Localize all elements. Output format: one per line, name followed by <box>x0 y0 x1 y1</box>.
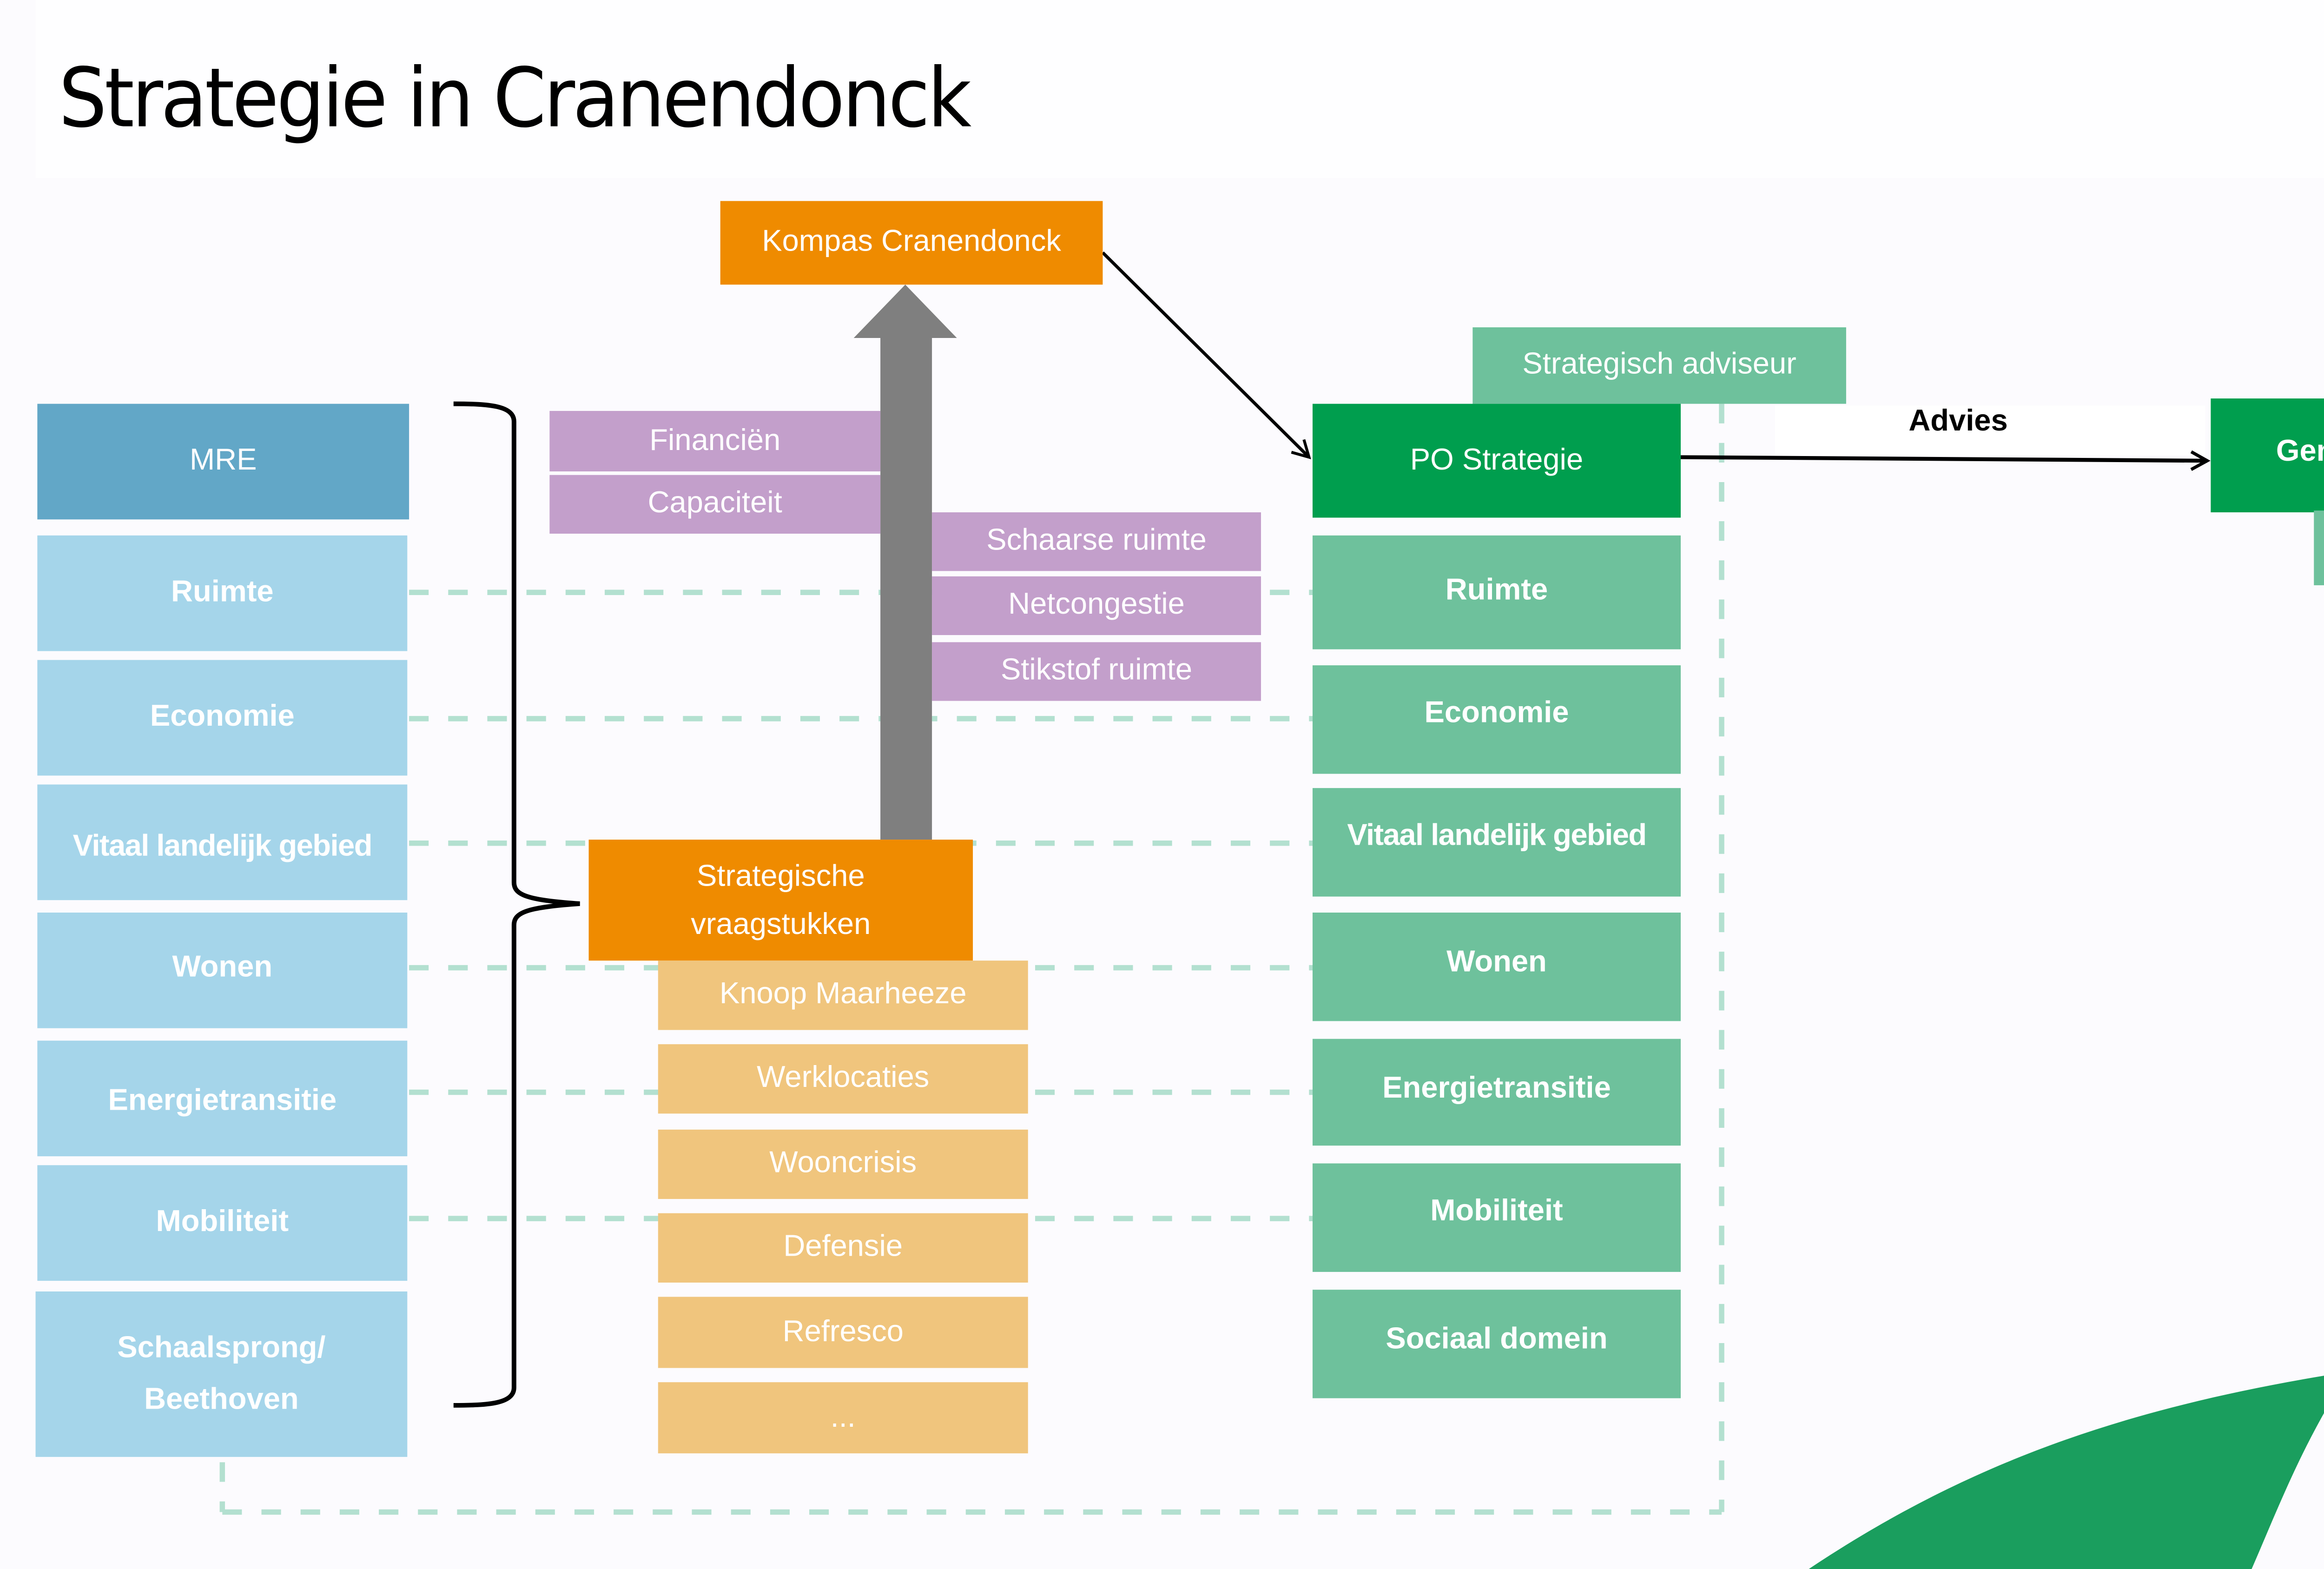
left-item-label: Energietransitie <box>108 1083 337 1118</box>
left-item-ruimte[interactable]: Ruimte <box>37 535 408 651</box>
page-title: Strategie in Cranendonck <box>59 50 971 146</box>
constraint-label: Financiën <box>649 423 781 457</box>
left-item-mobiliteit[interactable]: Mobiliteit <box>37 1165 408 1281</box>
left-item-label-line2: Beethoven <box>144 1381 299 1415</box>
right-item-label: Wonen <box>1446 944 1547 979</box>
swoosh-green <box>1809 1376 2324 1569</box>
constraint-label: Netcongestie <box>1008 587 1185 622</box>
right-item-sociaal-domein[interactable]: Sociaal domein <box>1312 1290 1681 1398</box>
constraint-schaarse-ruimte[interactable]: Schaarse ruimte <box>932 512 1261 571</box>
right-item-economie[interactable]: Economie <box>1312 665 1681 774</box>
constraint-label: Capaciteit <box>647 486 782 520</box>
gemeentesecretaris-label: Gemeentesecretaris <box>2276 434 2324 468</box>
right-item-label: Sociaal domein <box>1386 1322 1608 1356</box>
kompas-cranendonck-label: Kompas Cranendonck <box>762 224 1061 258</box>
question-item-label: Knoop Maarheeze <box>719 977 967 1011</box>
question-item-defensie[interactable]: Defensie <box>658 1213 1028 1283</box>
left-item-schaalsprong-beethoven[interactable]: Schaalsprong/ Beethoven <box>35 1291 408 1457</box>
question-item-knoop-maarheeze[interactable]: Knoop Maarheeze <box>658 960 1028 1030</box>
constraint-label: Schaarse ruimte <box>986 523 1207 557</box>
constraint-financien[interactable]: Financiën <box>549 410 881 472</box>
constraint-stikstof-ruimte[interactable]: Stikstof ruimte <box>932 642 1261 701</box>
arrow-kompas-to-po <box>1102 251 1311 459</box>
right-item-label: Mobiliteit <box>1430 1193 1563 1228</box>
left-item-label: Ruimte <box>171 575 274 609</box>
question-item-refresco[interactable]: Refresco <box>658 1297 1028 1368</box>
mre-box[interactable]: MRE <box>37 404 409 520</box>
strategische-vraagstukken-line2: vraagstukken <box>691 907 871 941</box>
left-item-energietransitie[interactable]: Energietransitie <box>37 1040 408 1157</box>
question-item-werklocaties[interactable]: Werklocaties <box>658 1044 1028 1114</box>
right-item-label: Vitaal landelijk gebied <box>1347 818 1647 852</box>
right-item-label: Energietransitie <box>1382 1071 1611 1105</box>
po-strategie-box[interactable]: PO Strategie <box>1312 404 1681 518</box>
left-item-label-line1: Schaalsprong/ <box>117 1330 326 1364</box>
constraint-capaciteit[interactable]: Capaciteit <box>549 475 881 534</box>
question-item-label: Defensie <box>783 1229 903 1264</box>
question-item-label: Werklocaties <box>757 1060 930 1094</box>
kompas-cranendonck-box[interactable]: Kompas Cranendonck <box>720 201 1103 285</box>
mre-label: MRE <box>189 443 257 477</box>
constraint-netcongestie[interactable]: Netcongestie <box>932 576 1261 636</box>
left-item-label: Wonen <box>172 950 273 984</box>
right-item-label: Ruimte <box>1445 573 1548 607</box>
left-item-label: Vitaal landelijk gebied <box>73 829 373 863</box>
constraint-label: Stikstof ruimte <box>1000 653 1193 687</box>
curly-bracket <box>453 401 580 1408</box>
right-item-vitaal-landelijk-gebied[interactable]: Vitaal landelijk gebied <box>1312 788 1681 897</box>
strategisch-adviseur-label: Strategisch adviseur <box>1522 347 1796 381</box>
arrow-po-to-gemeentesecretaris <box>1681 450 2211 471</box>
question-item-label: Refresco <box>782 1314 904 1348</box>
advies-label-bg <box>1775 405 2205 456</box>
left-item-label: Economie <box>150 699 295 734</box>
left-item-label: Mobiliteit <box>156 1205 289 1238</box>
strategisch-adviseur-box[interactable]: Strategisch adviseur <box>1472 327 1846 404</box>
left-item-wonen[interactable]: Wonen <box>37 912 408 1028</box>
gemeentesecretaris-box[interactable]: Gemeentesecretaris <box>2211 398 2324 513</box>
title-panel <box>35 0 2324 178</box>
question-item-more[interactable]: ... <box>658 1382 1028 1454</box>
strategische-vraagstukken-box[interactable]: Strategische vraagstukken <box>588 840 973 961</box>
question-item-label: ... <box>830 1399 856 1433</box>
left-item-economie[interactable]: Economie <box>37 660 408 776</box>
strategische-vraagstukken-line1: Strategische <box>697 859 865 893</box>
right-item-wonen[interactable]: Wonen <box>1312 912 1681 1021</box>
mo-box[interactable]: MO <box>2314 510 2324 585</box>
left-item-vitaal-landelijk-gebied[interactable]: Vitaal landelijk gebied <box>37 784 408 900</box>
right-item-label: Economie <box>1424 695 1569 729</box>
right-item-ruimte[interactable]: Ruimte <box>1312 535 1681 649</box>
gray-up-arrow <box>853 285 957 840</box>
right-item-mobiliteit[interactable]: Mobiliteit <box>1312 1163 1681 1272</box>
question-item-label: Wooncrisis <box>769 1145 917 1180</box>
right-item-energietransitie[interactable]: Energietransitie <box>1312 1039 1681 1146</box>
po-strategie-label: PO Strategie <box>1410 442 1584 477</box>
question-item-wooncrisis[interactable]: Wooncrisis <box>658 1129 1028 1199</box>
advies-label: Advies <box>1908 404 2008 438</box>
